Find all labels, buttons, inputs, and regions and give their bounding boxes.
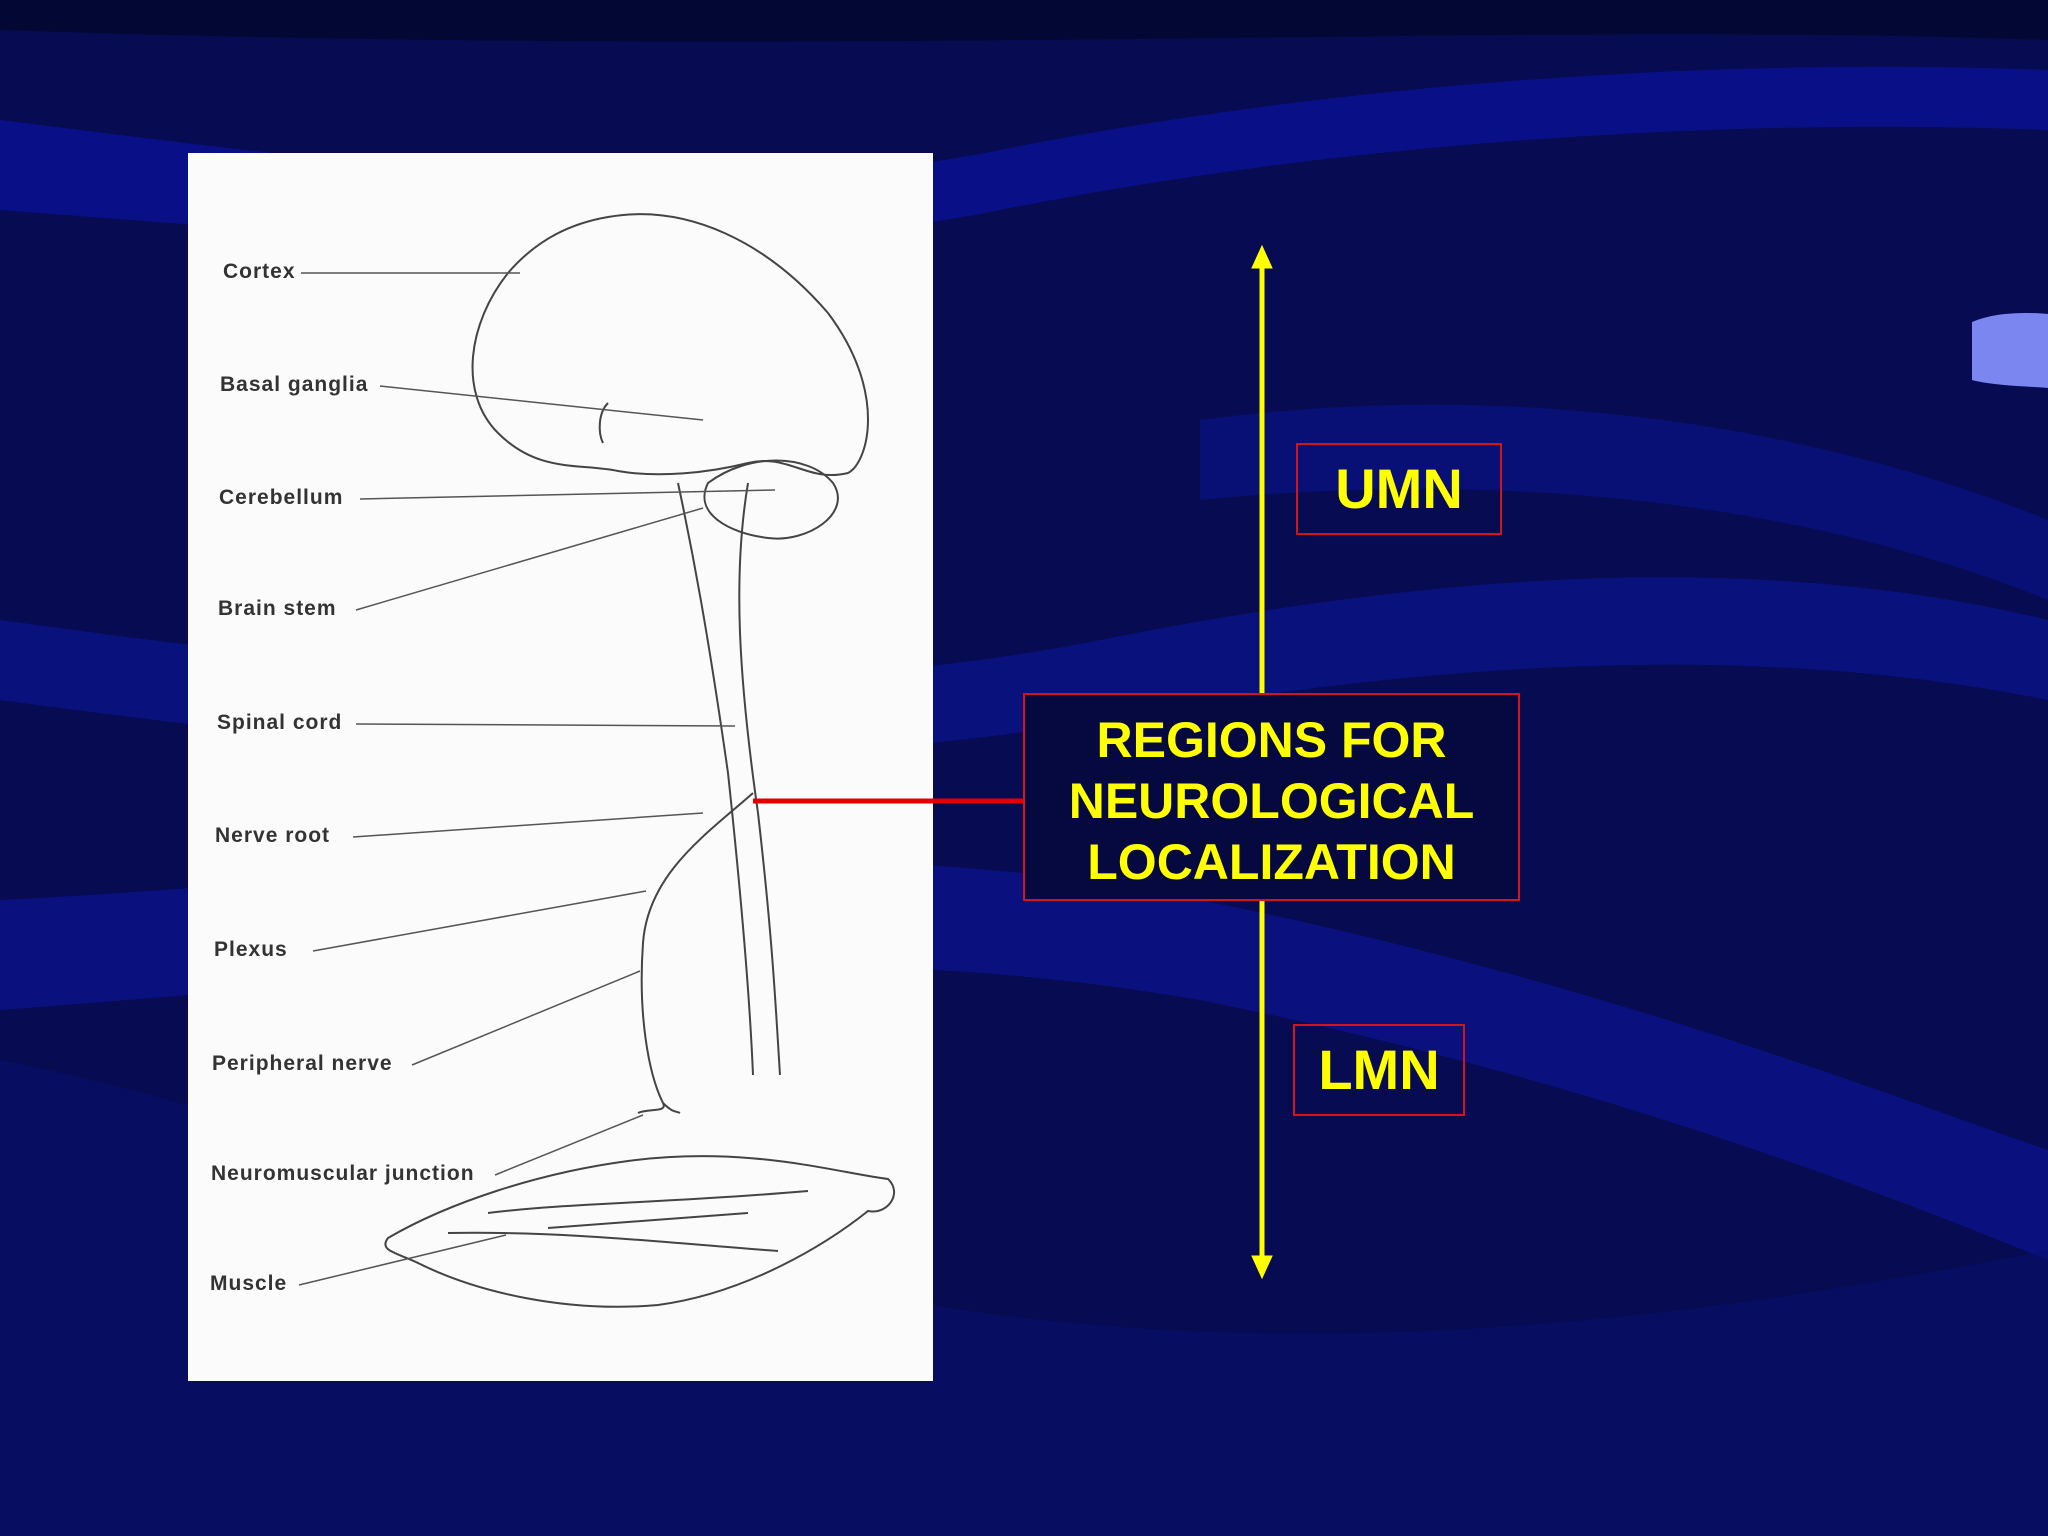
lmn-label: LMN: [1318, 1038, 1440, 1101]
title-line-3: LOCALIZATION: [1087, 834, 1456, 890]
muscle-outline: [384, 1155, 895, 1308]
label-cerebellum: Cerebellum: [219, 486, 344, 509]
peripheral-nerve-outline: [637, 792, 754, 1114]
umn-label-box: UMN: [1296, 443, 1502, 535]
title-line-2: NEUROLOGICAL: [1068, 773, 1475, 829]
label-brain-stem: Brain stem: [218, 597, 337, 620]
decorative-swoosh-icon: [1972, 312, 2048, 388]
label-spinal-cord: Spinal cord: [217, 711, 343, 734]
cerebrum-outline: [471, 213, 869, 476]
label-neuromuscular-junction: Neuromuscular junction: [211, 1162, 475, 1185]
title-line-1: REGIONS FOR: [1096, 712, 1447, 768]
label-plexus: Plexus: [214, 938, 288, 961]
umn-label: UMN: [1335, 457, 1463, 520]
localization-title-box: REGIONS FOR NEUROLOGICAL LOCALIZATION: [1023, 693, 1520, 901]
cerebellum-outline: [703, 459, 839, 540]
anatomy-diagram-panel: Cortex Basal ganglia Cerebellum Brain st…: [188, 153, 933, 1381]
label-peripheral-nerve: Peripheral nerve: [212, 1052, 393, 1075]
spinal-cord-outline: [677, 482, 754, 1076]
label-nerve-root: Nerve root: [215, 824, 331, 847]
lmn-label-box: LMN: [1293, 1024, 1465, 1116]
label-cortex: Cortex: [223, 260, 296, 283]
label-muscle: Muscle: [210, 1272, 288, 1295]
nervous-system-illustration: [298, 213, 895, 1308]
label-basal-ganglia: Basal ganglia: [220, 373, 369, 396]
